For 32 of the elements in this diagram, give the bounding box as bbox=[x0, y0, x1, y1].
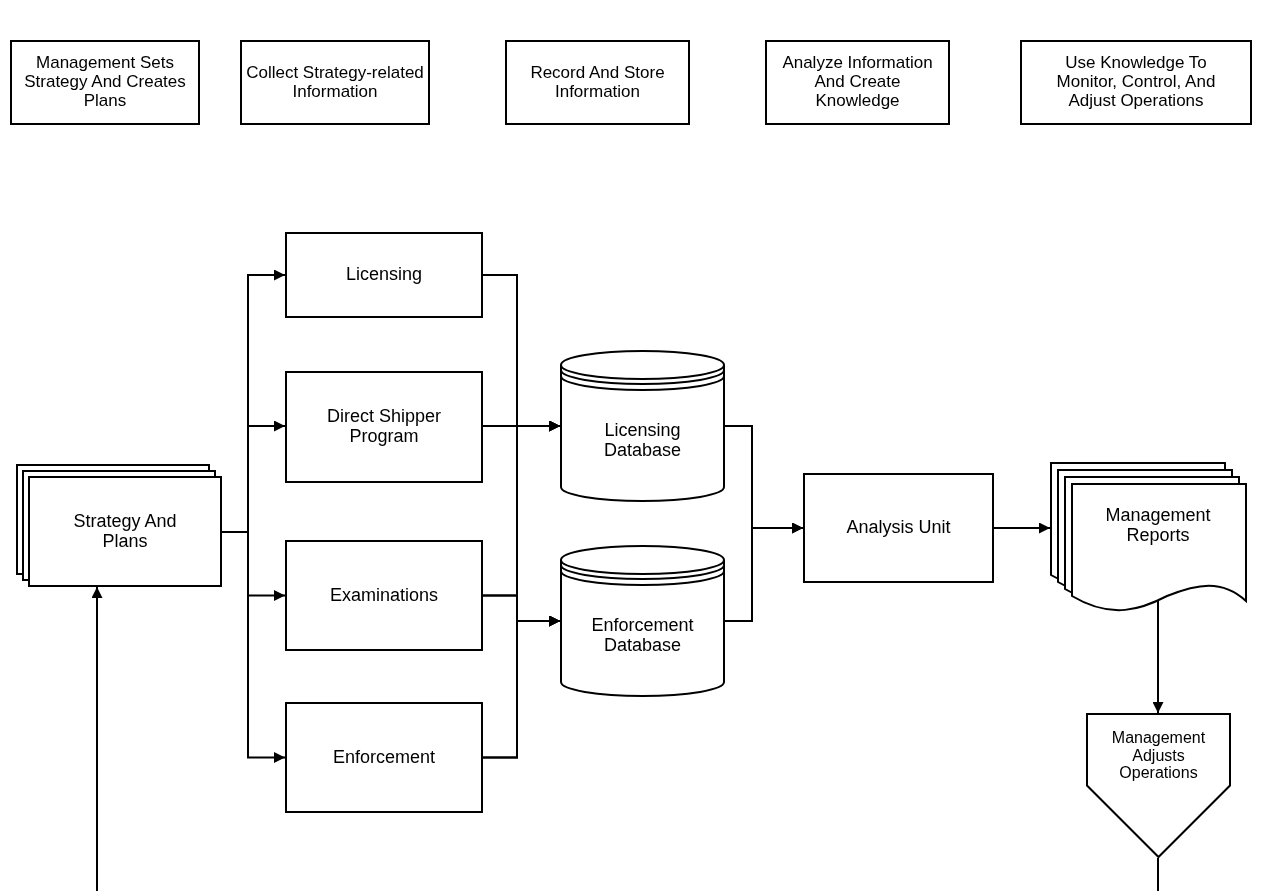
step-box bbox=[240, 40, 430, 125]
process-box bbox=[803, 473, 994, 583]
process-box bbox=[285, 371, 483, 483]
process-box bbox=[285, 540, 483, 651]
box-label: Licensing Database bbox=[602, 421, 683, 461]
step-box bbox=[10, 40, 200, 125]
box-label: Licensing bbox=[345, 265, 423, 285]
step-box bbox=[505, 40, 690, 125]
connector-line bbox=[1157, 857, 1159, 891]
box-label: Use Knowledge To Monitor, Control, And Adjust Operations bbox=[1055, 54, 1217, 111]
connector-arrow bbox=[724, 522, 804, 622]
box-label: Enforcement bbox=[332, 747, 436, 768]
box-label: Collect Strategy-related Information bbox=[245, 63, 425, 102]
connector-arrow bbox=[221, 531, 286, 763]
connector-arrow bbox=[1152, 599, 1164, 714]
box-label: Direct Shipper Program bbox=[325, 407, 442, 447]
box-label: Management Adjusts Operations bbox=[1110, 729, 1207, 782]
connector-arrow bbox=[482, 615, 561, 759]
box-label: Examinations bbox=[329, 585, 439, 606]
connector-arrow bbox=[993, 522, 1051, 534]
process-box bbox=[285, 702, 483, 813]
step-box bbox=[765, 40, 950, 125]
process-box bbox=[285, 232, 483, 318]
box-label: Enforcement Database bbox=[590, 616, 695, 656]
connector-arrow bbox=[91, 586, 103, 891]
box-label: Strategy And Plans bbox=[72, 511, 178, 552]
box-label: Management Sets Strategy And Creates Plans bbox=[23, 54, 187, 111]
box-label: Management Reports bbox=[1104, 505, 1212, 546]
step-box bbox=[1020, 40, 1252, 125]
box-label: Analysis Unit bbox=[846, 518, 951, 538]
box-label: Record And Store Information bbox=[529, 63, 666, 102]
box-label: Analyze Information And Create Knowledge bbox=[781, 54, 934, 111]
